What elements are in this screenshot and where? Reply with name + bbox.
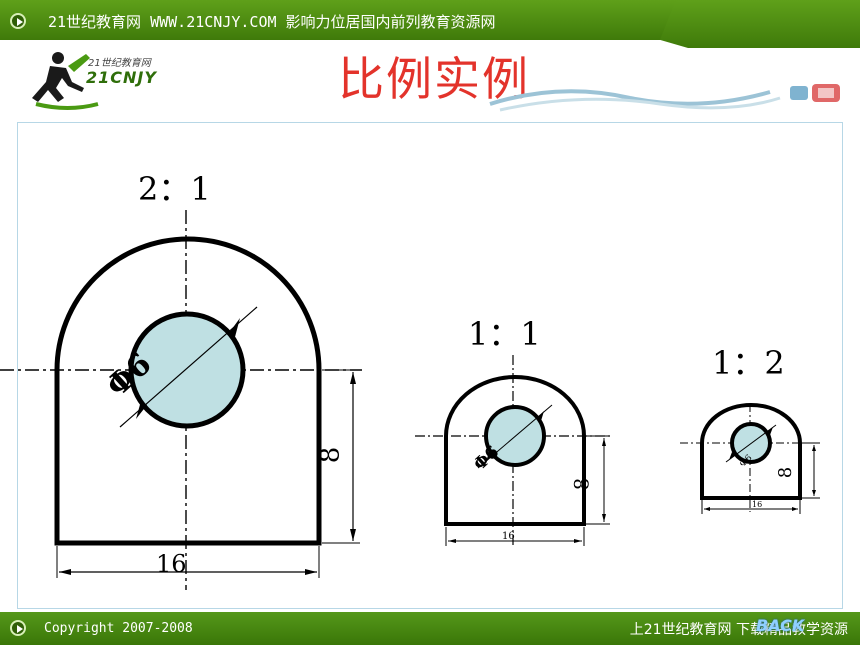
height-label-fig1: 8: [315, 446, 346, 464]
scale-label-2-1: 2：1: [138, 170, 211, 208]
height-label-fig3: 8: [775, 466, 797, 479]
logo-line2: 21CNJY: [86, 68, 157, 87]
title-swoosh-decoration: [489, 84, 840, 112]
scale-label-1-1: 1：1: [468, 315, 541, 353]
play-icon-footer[interactable]: [10, 620, 26, 636]
bottom-banner: [0, 612, 860, 645]
width-label-fig1: 16: [156, 550, 187, 578]
page-title: 比例实例: [338, 52, 530, 106]
scale-label-1-2: 1：2: [712, 344, 785, 382]
width-label-fig2: 16: [502, 531, 515, 542]
back-button[interactable]: BACK: [756, 616, 805, 635]
footer-slogan: 上21世纪教育网 下载精品教学资源: [629, 622, 848, 638]
runner-logo-icon: [32, 52, 99, 110]
figure-1-to-1: [415, 355, 610, 546]
height-label-fig2: 8: [569, 477, 594, 491]
play-icon[interactable]: [10, 13, 26, 29]
site-logo: 21世纪教育网 21CNJY: [28, 48, 178, 112]
copyright-text: Copyright 2007-2008: [44, 621, 193, 636]
top-banner-tab: [660, 0, 860, 48]
figure-2-to-1: [0, 210, 362, 590]
site-header-text: 21世纪教育网 WWW.21CNJY.COM 影响力位居国内前列教育资源网: [48, 13, 496, 31]
figure-1-to-2: [680, 403, 820, 514]
logo-line1: 21世纪教育网: [88, 58, 151, 69]
hole-circle: [128, 311, 246, 429]
width-label-fig3: 16: [752, 500, 763, 509]
part-outline: [54, 236, 322, 546]
